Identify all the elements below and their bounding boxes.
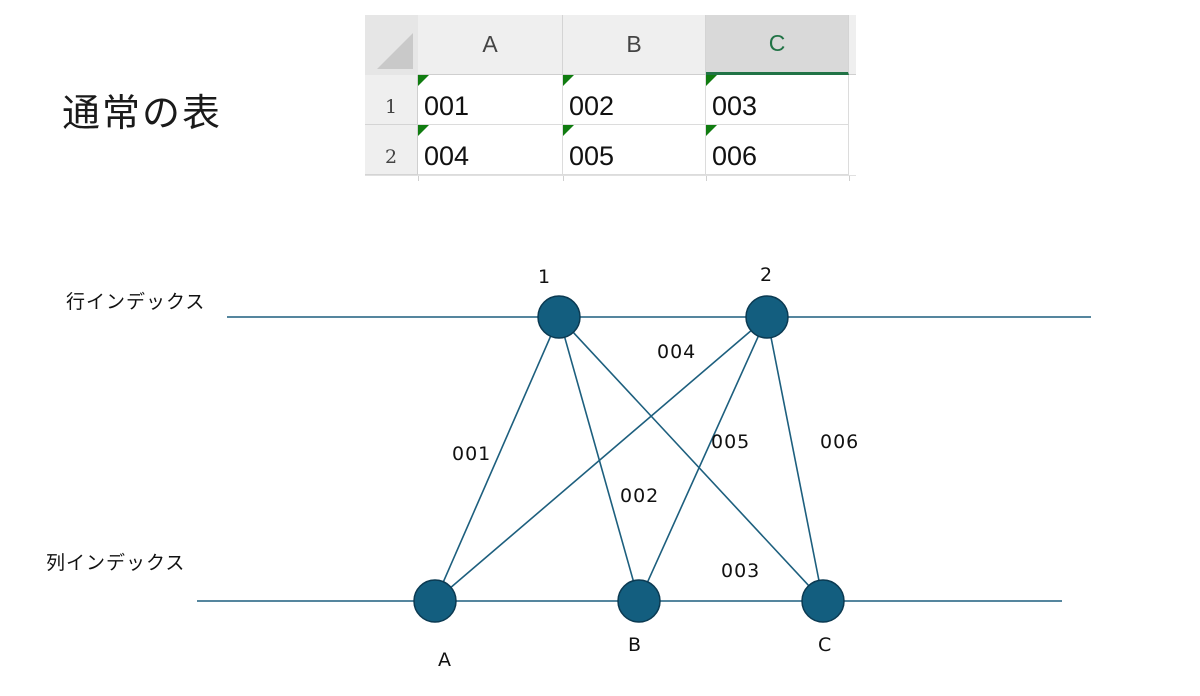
- select-all-corner[interactable]: [365, 15, 419, 76]
- col-node-label-c: C: [818, 634, 832, 656]
- cell-c1-value: 003: [712, 91, 758, 121]
- edge-label-002: 002: [620, 485, 660, 507]
- page-title: 通常の表: [62, 91, 223, 135]
- edge-label-005: 005: [711, 431, 751, 453]
- error-flag-icon: [563, 75, 574, 86]
- cell-a2[interactable]: 004: [418, 125, 563, 175]
- col-node-label-a: A: [438, 649, 451, 671]
- edge-label-003: 003: [721, 560, 761, 582]
- row-header-1[interactable]: 1: [365, 75, 418, 125]
- next-row-edge: [365, 175, 856, 181]
- error-flag-icon: [418, 75, 429, 86]
- error-flag-icon: [418, 125, 429, 136]
- column-header-c[interactable]: C: [706, 15, 849, 75]
- grid-tick: [849, 176, 850, 181]
- row-node-label-1: 1: [538, 266, 551, 288]
- cell-b1-value: 002: [569, 91, 615, 121]
- node-a: [413, 579, 457, 623]
- edge-label-004: 004: [657, 341, 697, 363]
- row-header-2[interactable]: 2: [365, 125, 418, 175]
- cell-b2[interactable]: 005: [563, 125, 706, 175]
- node-b: [617, 579, 661, 623]
- spreadsheet: A B C 1 2 001 002 003 004 005 006: [365, 15, 856, 181]
- cell-c2-value: 006: [712, 141, 758, 171]
- corner-triangle-icon: [377, 33, 413, 69]
- cell-a1-value: 001: [424, 91, 470, 121]
- edge-001: [441, 334, 553, 584]
- node-2: [745, 295, 789, 339]
- edge-005: [646, 333, 760, 585]
- cell-b1[interactable]: 002: [563, 75, 706, 125]
- row-index-label: 行インデックス: [66, 291, 206, 313]
- column-header-next[interactable]: [849, 15, 856, 75]
- grid-tick: [706, 176, 707, 181]
- row-node-label-2: 2: [760, 264, 773, 286]
- node-1: [537, 295, 581, 339]
- cell-a1[interactable]: 001: [418, 75, 563, 125]
- column-header-a[interactable]: A: [418, 15, 563, 75]
- edge-004: [448, 328, 754, 590]
- node-c: [801, 579, 845, 623]
- edge-003: [571, 330, 811, 588]
- error-flag-icon: [706, 125, 717, 136]
- grid-tick: [563, 176, 564, 181]
- error-flag-icon: [706, 75, 717, 86]
- grid-tick: [418, 176, 419, 181]
- cell-a2-value: 004: [424, 141, 470, 171]
- column-header-b[interactable]: B: [563, 15, 706, 75]
- edge-002: [563, 335, 635, 583]
- edge-label-001: 001: [452, 443, 492, 465]
- cell-b2-value: 005: [569, 141, 615, 171]
- cell-c2[interactable]: 006: [706, 125, 849, 175]
- col-index-label: 列インデックス: [46, 552, 186, 574]
- cell-c1[interactable]: 003: [706, 75, 849, 125]
- edge-label-006: 006: [820, 431, 860, 453]
- col-node-label-b: B: [628, 634, 642, 656]
- error-flag-icon: [563, 125, 574, 136]
- edge-006: [769, 335, 821, 583]
